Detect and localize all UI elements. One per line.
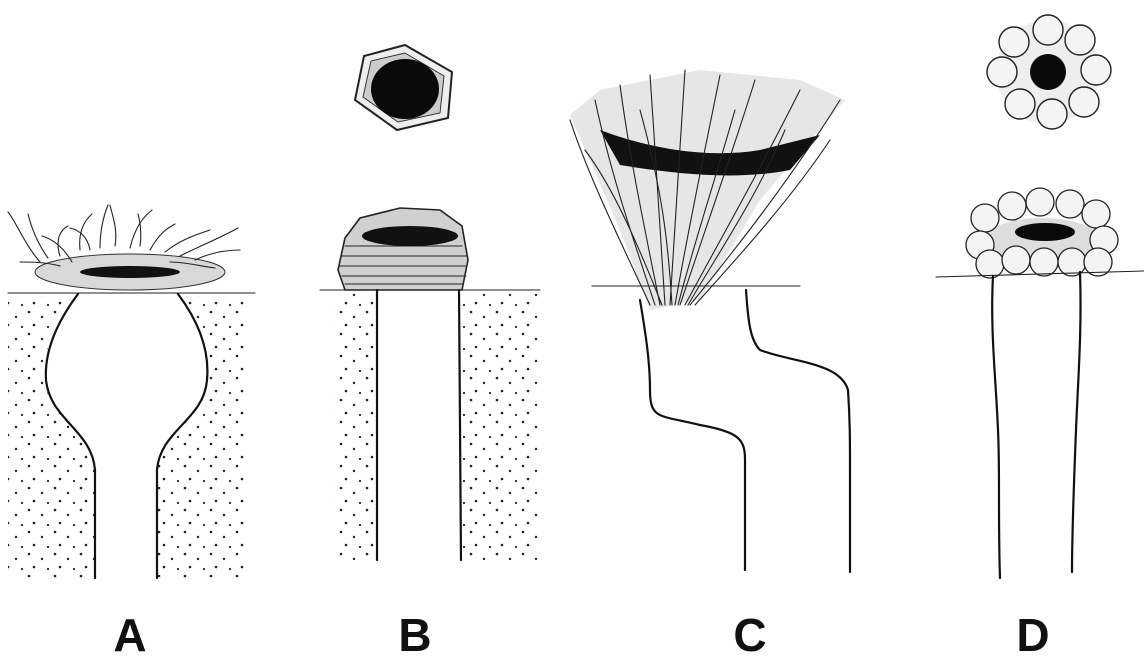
panel-d bbox=[936, 15, 1144, 578]
panel-label-b: B bbox=[385, 612, 445, 658]
panel-b-right-tissue-stipple bbox=[462, 292, 538, 560]
panel-d-top-view bbox=[987, 15, 1111, 129]
panel-label-a: A bbox=[100, 612, 160, 658]
panel-b-left-tissue-stipple bbox=[335, 292, 377, 560]
panel-a-tuft bbox=[8, 205, 240, 290]
panel-b-top-view bbox=[355, 45, 452, 130]
panel-c-left-wall bbox=[640, 300, 745, 570]
panel-d-right-wall bbox=[1072, 272, 1081, 572]
panel-d-left-wall bbox=[992, 276, 1000, 578]
panel-label-d: D bbox=[1003, 612, 1063, 658]
panel-c-tuft bbox=[570, 70, 845, 310]
panel-b-cap bbox=[338, 208, 468, 290]
panel-label-c: C bbox=[720, 612, 780, 658]
panel-c-right-wall bbox=[746, 290, 850, 572]
panel-d-cap bbox=[966, 188, 1118, 278]
panel-a bbox=[8, 205, 255, 578]
panel-b bbox=[320, 45, 540, 560]
panel-b-right-wall bbox=[459, 290, 461, 560]
panel-c bbox=[570, 70, 850, 572]
